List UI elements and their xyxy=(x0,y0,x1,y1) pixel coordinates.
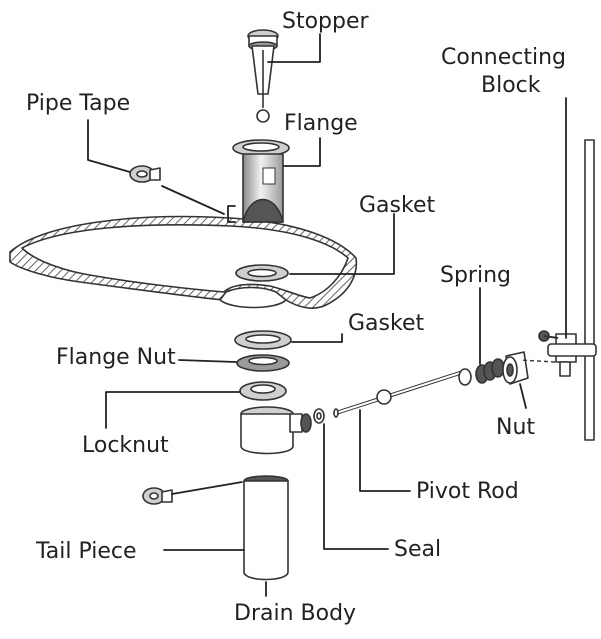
tail-piece-part xyxy=(243,475,289,581)
label-stopper: Stopper xyxy=(282,9,370,34)
label-locknut: Locknut xyxy=(82,433,169,458)
seal-part xyxy=(313,408,325,424)
connecting-block-part xyxy=(519,139,597,441)
label-seal: Seal xyxy=(394,537,441,562)
label-drain-body: Drain Body xyxy=(234,601,356,626)
stopper-part xyxy=(247,29,279,123)
label-gasket-top: Gasket xyxy=(359,193,435,218)
nut-part xyxy=(502,351,529,385)
gasket-top-part xyxy=(235,264,289,282)
gasket-lower-part xyxy=(234,330,292,350)
pipe-tape-roll xyxy=(129,165,161,183)
pipe-tape-roll-lower xyxy=(142,487,173,505)
label-pipe-tape: Pipe Tape xyxy=(26,91,130,116)
leader-lines xyxy=(87,33,567,597)
label-tail-piece: Tail Piece xyxy=(35,539,137,564)
label-connecting-block-line2: Block xyxy=(481,73,541,98)
flange-nut-part xyxy=(236,354,290,372)
locknut-part xyxy=(239,381,287,401)
label-spring: Spring xyxy=(440,263,511,288)
spring-part xyxy=(458,358,505,386)
label-connecting-block-line1: Connecting xyxy=(441,45,566,70)
flange-part xyxy=(232,139,290,223)
label-flange-nut: Flange Nut xyxy=(56,345,176,370)
drain-body-part xyxy=(240,406,312,455)
label-flange: Flange xyxy=(284,111,358,136)
label-pivot-rod: Pivot Rod xyxy=(416,479,519,504)
label-nut: Nut xyxy=(496,415,535,440)
sink-basin xyxy=(9,215,358,309)
pivot-rod-part xyxy=(333,369,467,418)
labels: Stopper Connecting Block Pipe Tape Flang… xyxy=(26,9,566,626)
label-gasket-lower: Gasket xyxy=(348,311,424,336)
